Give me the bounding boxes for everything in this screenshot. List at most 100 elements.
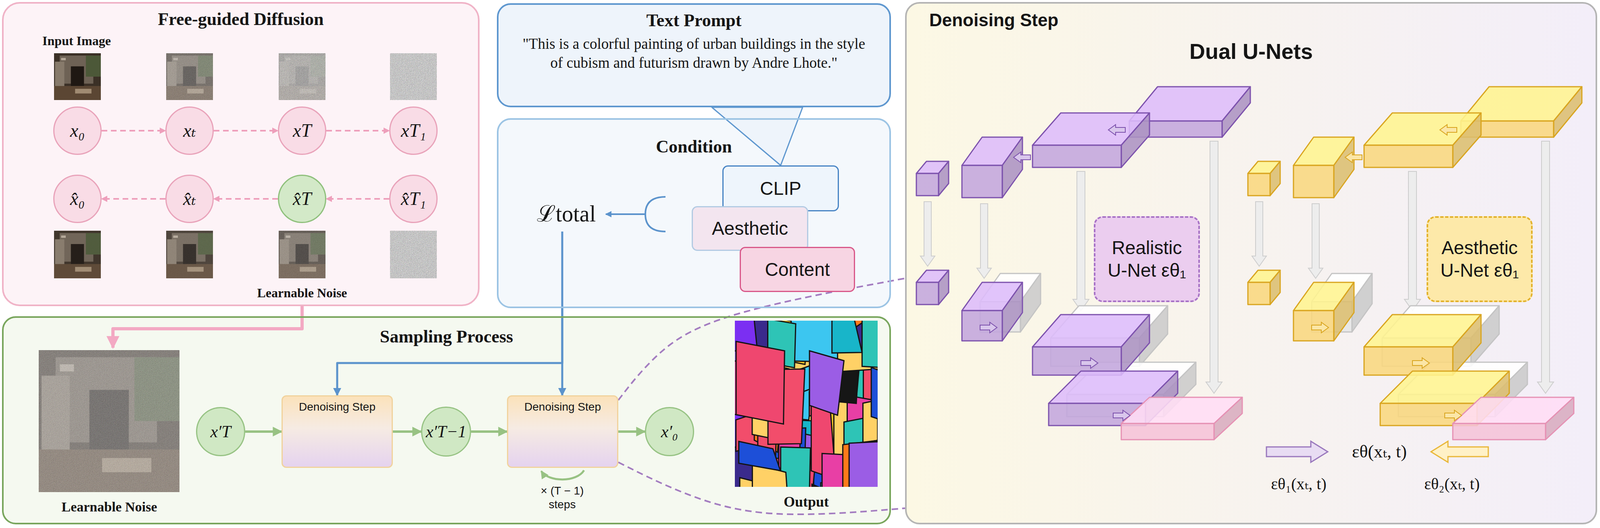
slab-face <box>938 270 949 305</box>
photo-thumbnail <box>166 53 213 101</box>
unet-box: Realistic U-Net εθ₁ <box>1093 216 1200 303</box>
label-box: Output <box>781 493 832 511</box>
denoising-step-box: Denoising Step <box>506 395 619 468</box>
node-text: xT <box>292 120 312 142</box>
label-box: Input Image <box>42 33 111 49</box>
photo-thumbnail <box>38 350 180 493</box>
slab-face <box>1002 282 1023 341</box>
latent-circle: x̂T <box>277 174 327 224</box>
latent-circle: x₀ <box>53 106 102 155</box>
slab-face <box>1247 282 1271 305</box>
latent-circle: x̂T₁ <box>389 174 438 224</box>
painting-shape <box>736 341 785 425</box>
output-arrow <box>1431 441 1489 463</box>
skip-arrow <box>1251 201 1267 267</box>
flow-arrow <box>980 322 998 333</box>
prompt-panel: Text Prompt"This is a colorful painting … <box>496 3 891 108</box>
image-label: Output <box>781 493 832 511</box>
painting-shape <box>811 483 834 487</box>
loss-arrow <box>605 213 646 215</box>
node-text: Realistic U-Net εθ₁ <box>1101 236 1193 282</box>
denoising-step-box: Denoising Step <box>281 395 393 468</box>
panel-heading: Sampling Process <box>3 326 890 348</box>
flow-arrow <box>1412 357 1430 369</box>
layer-slab <box>1293 137 1354 198</box>
slab-face <box>1222 86 1251 138</box>
slab-face <box>916 282 939 305</box>
painting-shape <box>861 320 878 370</box>
repeat-label: × (T − 1) steps <box>529 483 595 512</box>
slab-face <box>1452 314 1482 376</box>
photo-thumbnail <box>54 53 101 101</box>
flow-arrow <box>1439 124 1457 136</box>
slab-face <box>1293 165 1334 198</box>
loss-line <box>561 231 564 309</box>
flow-connector <box>245 430 282 433</box>
panel-ground <box>496 118 891 309</box>
slab-face <box>1020 273 1041 332</box>
panel-ground <box>905 2 1598 525</box>
node-text: Denoising Step <box>298 400 376 414</box>
slab-face <box>961 165 1003 198</box>
photo-patch <box>60 58 66 61</box>
photo-patch <box>166 53 213 101</box>
flow-connector <box>112 306 303 348</box>
photo-patch <box>54 53 101 101</box>
panel-heading: Denoising Step <box>929 10 1596 31</box>
image-label: Learnable Noise <box>256 285 347 301</box>
painting-shape <box>849 440 878 487</box>
sample-circle: x′T <box>196 406 246 457</box>
skip-arrow <box>1308 203 1323 279</box>
layer-slab <box>1452 397 1574 440</box>
panel-ground <box>2 316 891 525</box>
layer-slab <box>1032 314 1150 376</box>
slab-face <box>1545 397 1574 440</box>
label-box: εθ(xₜ, t) <box>1351 441 1407 463</box>
slab-face <box>1270 270 1281 305</box>
node-text: Content <box>764 258 830 281</box>
node-text: CLIP <box>759 177 802 200</box>
skip-arrow <box>1537 141 1554 394</box>
photo-patch <box>166 230 213 279</box>
label-box: Learnable Noise <box>61 498 157 516</box>
noise-overlay <box>38 350 180 493</box>
panel-ground <box>496 3 891 108</box>
node-text: x′T <box>210 421 231 442</box>
slab-face <box>1351 273 1373 332</box>
slab-face <box>1333 282 1354 341</box>
layer-slab <box>916 161 949 196</box>
panel-text: "This is a colorful painting of urban bu… <box>520 34 868 73</box>
layer-slab <box>916 270 949 305</box>
noise-overlay <box>390 53 437 101</box>
label-box: ℒtotal <box>536 200 597 228</box>
flow-connector <box>326 129 390 132</box>
node-text: Aesthetic <box>711 217 789 240</box>
slab-face <box>1032 145 1122 168</box>
sample-circle: x′₀ <box>644 406 695 457</box>
node-text: x′T−1 <box>425 421 467 442</box>
painting-shape <box>832 320 863 353</box>
layer-slab <box>1293 282 1354 341</box>
slab-face <box>1293 310 1334 341</box>
noise-overlay <box>166 230 213 279</box>
loss-label: ℒtotal <box>536 200 597 228</box>
flow-connector <box>101 198 166 200</box>
merge-bracket <box>645 196 666 232</box>
panel-ground <box>2 2 480 307</box>
latent-circle: x̂₀ <box>53 174 102 224</box>
layer-slab <box>1032 112 1150 168</box>
flow-connector <box>326 198 390 200</box>
photo-thumbnail <box>390 230 437 279</box>
node-text: x̂₀ <box>70 188 85 210</box>
noise-overlay <box>278 53 326 101</box>
skip-arrow <box>1072 171 1089 311</box>
output-arrow <box>1266 441 1328 463</box>
photo-patch <box>38 350 180 493</box>
flow-connector <box>618 430 645 433</box>
layer-slab <box>1121 397 1243 440</box>
label-box: εθ₁(xₜ, t) <box>1270 474 1327 494</box>
photo-patch <box>85 55 101 77</box>
flow-connector <box>337 308 563 396</box>
skip-arrow <box>1404 171 1421 311</box>
